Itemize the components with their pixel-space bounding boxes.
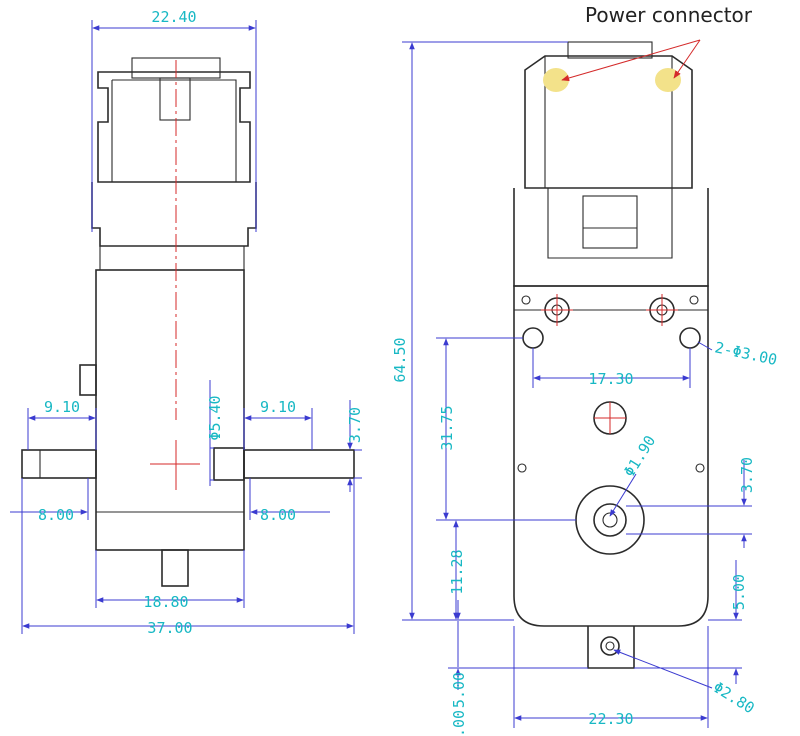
dim-shaft-height: 3.70 [346, 407, 364, 443]
front-connector-body [513, 188, 709, 287]
small-hole-right [679, 327, 701, 349]
power-connector-label: Power connector [585, 3, 753, 27]
front-gearbox-body [513, 285, 709, 627]
side-top-inner [111, 79, 237, 182]
dim-hub-to-body-bottom: 11.28 [448, 549, 466, 594]
dim-tab-height: 5.00 [450, 672, 468, 708]
dim-shaft-diameter: Φ5.40 [206, 395, 224, 440]
dim-total-height: 64.50 [391, 337, 409, 382]
dim-tab-hole: Φ2.80 [710, 678, 758, 717]
dim-body-to-tab: 5.00 [730, 574, 748, 610]
front-window [547, 188, 673, 259]
bottom-pin [161, 549, 189, 587]
front-tab [587, 626, 635, 669]
connector-pad-right [655, 68, 681, 92]
dim-right-shaft-top: 9.10 [260, 398, 296, 416]
side-view: 22.40 9.10 9.10 Φ5.40 3.70 8.00 8.00 [10, 8, 364, 637]
output-hub-outer [575, 485, 645, 555]
dim-right-shaft-bottom: 8.00 [260, 506, 296, 524]
dim-hub-diameter: Φ1.90 [620, 432, 659, 480]
dim-bottom-width: 18.80 [143, 593, 188, 611]
tab-hole [600, 636, 620, 656]
side-top-latch [159, 77, 191, 121]
dim-mount-holes: 2-Φ3.00 [713, 338, 779, 369]
side-boss [79, 364, 97, 396]
dim-top-width: 22.40 [151, 8, 196, 26]
power-leader-left [561, 39, 701, 82]
side-top-housing [97, 71, 251, 183]
front-top-cap [567, 41, 653, 59]
dim-hub-offset: 3.70 [738, 457, 756, 493]
dim-left-shaft-top: 9.10 [44, 398, 80, 416]
front-latch [582, 195, 638, 249]
right-collar [213, 447, 245, 481]
dim-tab-height-lower: 5.00 [450, 710, 468, 736]
right-shaft [243, 449, 355, 479]
dim-body-width: 22.30 [588, 710, 633, 728]
output-hub-inner [593, 503, 627, 537]
dim-left-shaft-bottom: 8.00 [38, 506, 74, 524]
front-view: Power connector 64.50 17.30 2-Φ3.00 31.7… [391, 3, 779, 736]
power-leader-right [673, 39, 701, 79]
dim-pivot-to-bottom: 31.75 [438, 405, 456, 450]
side-mid-clip [91, 182, 257, 247]
dim-hole-spacing: 17.30 [588, 370, 633, 388]
dim-total-width: 37.00 [147, 619, 192, 637]
small-hole-left [522, 327, 544, 349]
left-shaft [21, 449, 97, 479]
connector-pad-left [543, 68, 569, 92]
